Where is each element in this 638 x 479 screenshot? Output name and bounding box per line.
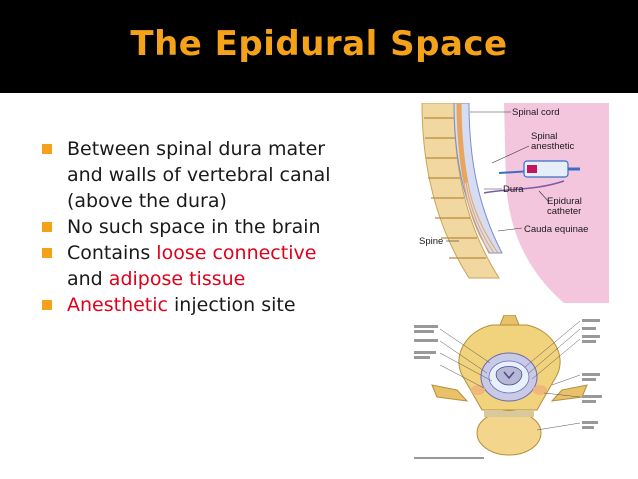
bullet-square-icon (42, 248, 52, 258)
label-spinal-anesthetic-1: Spinal (531, 131, 557, 142)
bullet-item: No such space in the brain (40, 214, 400, 240)
vertebra-cross-section-diagram (412, 315, 607, 470)
bullet-square-icon (42, 300, 52, 310)
bullet-square-icon (42, 222, 52, 232)
cross-section-illustration (431, 315, 588, 456)
bullet-line: (above the dura) (67, 190, 227, 212)
label-cauda-equinae: Cauda equinae (524, 224, 588, 235)
bullet-text: Contains (67, 242, 157, 264)
bullet-item: Contains loose connective and adipose ti… (40, 240, 400, 292)
bullet-list: Between spinal dura mater and walls of v… (40, 136, 400, 318)
cross-section-leader-lines (439, 320, 581, 431)
bullet-item: Anesthetic injection site (40, 292, 400, 318)
bullet-text: and (67, 268, 109, 290)
dura-sac-shape (453, 103, 503, 254)
title-bar: The Epidural Space (0, 0, 638, 93)
highlight-anesthetic: Anesthetic (67, 294, 168, 316)
bullet-line: Between spinal dura mater (67, 138, 326, 160)
bullet-line: and adipose tissue (67, 266, 400, 292)
bullet-line: Anesthetic injection site (67, 292, 400, 318)
spinal-cord-shape (456, 103, 469, 184)
spinal-anesthesia-diagram: Spinal cord Spinal anesthetic Dura Epidu… (414, 103, 609, 303)
label-dura: Dura (503, 184, 524, 195)
label-spinal-anesthetic-2: anesthetic (531, 141, 575, 152)
cauda-equina-strands (463, 182, 499, 254)
body-background-shape (504, 103, 609, 303)
leader-lines (446, 111, 550, 242)
label-spine: Spine (419, 236, 443, 247)
bullet-square-icon (42, 144, 52, 154)
label-epidural-catheter-1: Epidural (547, 196, 582, 207)
bullet-line: No such space in the brain (67, 216, 321, 238)
catheter-line (483, 180, 565, 194)
highlight-loose-connective: loose connective (156, 242, 317, 264)
label-spinal-cord: Spinal cord (512, 107, 560, 118)
vertebra-segments (424, 117, 486, 259)
bullet-line: and walls of vertebral canal (67, 164, 331, 186)
cross-section-fine-labels (414, 319, 602, 459)
bullet-line: Contains loose connective (67, 240, 400, 266)
syringe-fluid-icon (527, 165, 537, 173)
label-epidural-catheter-2: catheter (547, 206, 581, 217)
bullet-text: injection site (167, 294, 296, 316)
bullet-item: Between spinal dura mater and walls of v… (40, 136, 400, 214)
slide-title: The Epidural Space (130, 24, 508, 64)
highlight-adipose-tissue: adipose tissue (108, 268, 246, 290)
